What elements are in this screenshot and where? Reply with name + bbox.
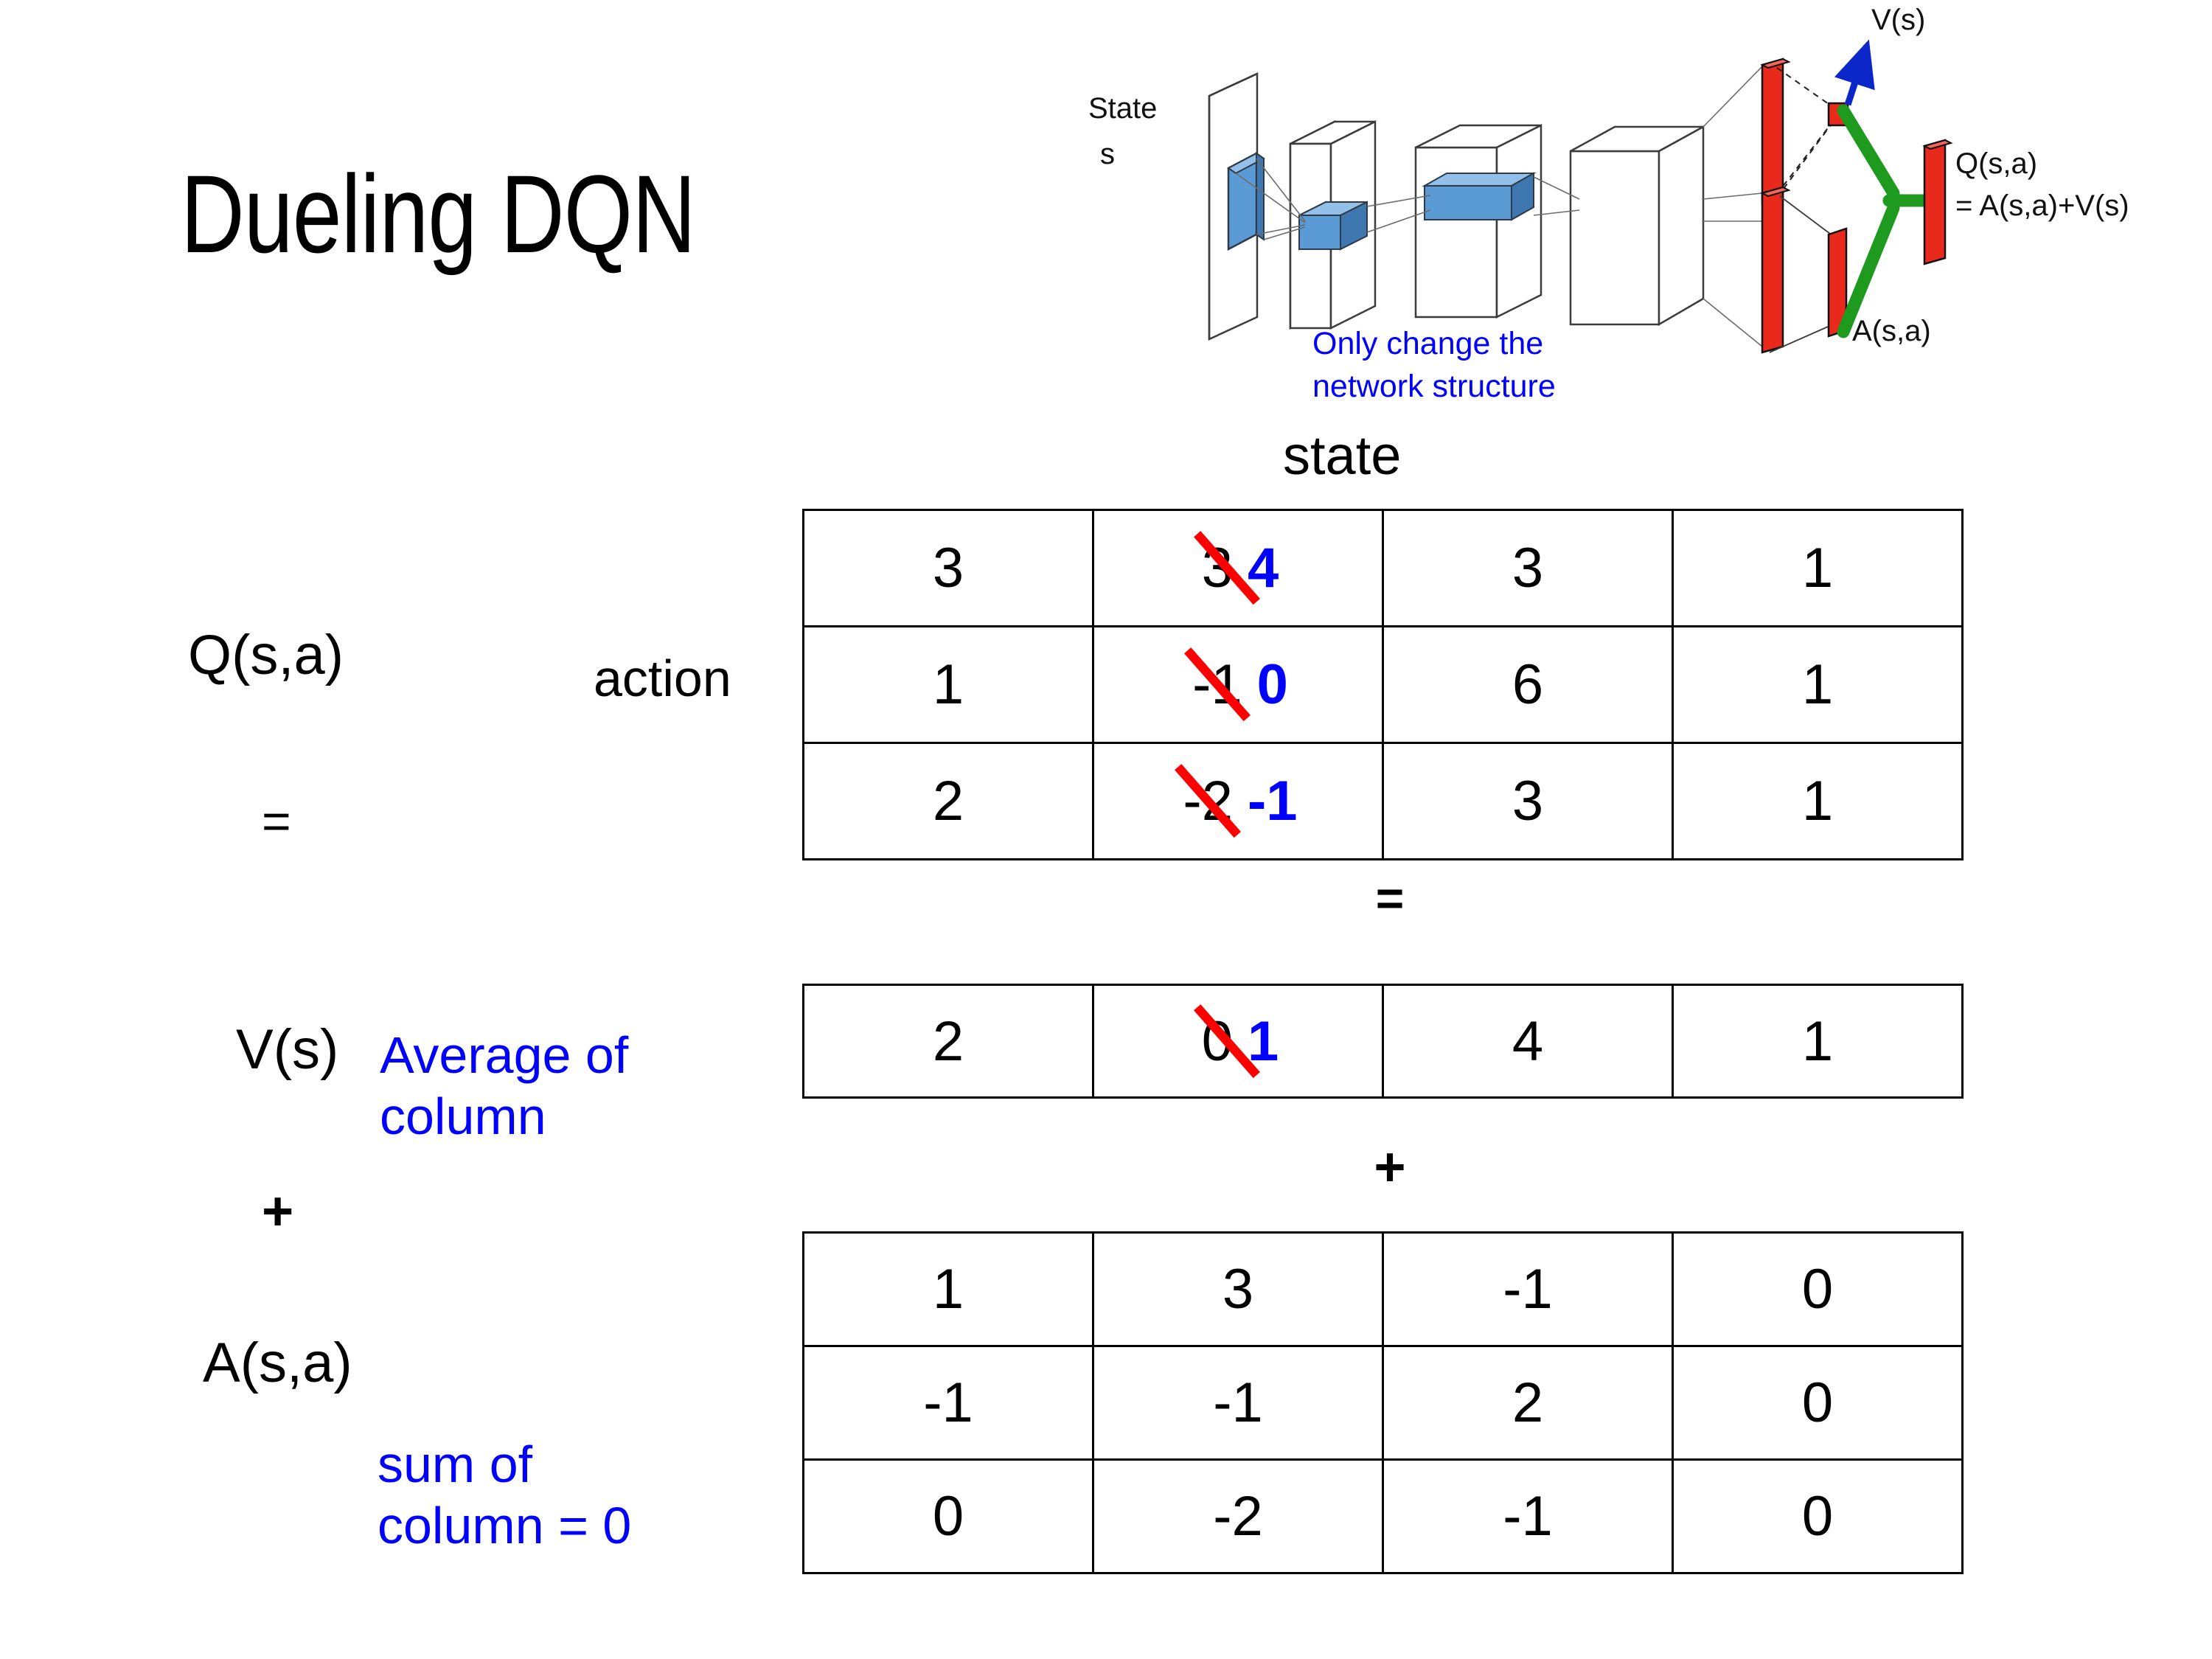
connection-lines	[1235, 66, 1763, 347]
table-cell[interactable]: 1	[1672, 509, 1964, 627]
table-cell[interactable]: 1	[802, 1231, 1094, 1347]
q-output-label-line1: Q(s,a)	[1955, 147, 2037, 180]
old-value: -1	[1184, 647, 1251, 722]
table-cell[interactable]: 2	[1382, 1345, 1674, 1461]
strikethrough-icon	[1175, 764, 1242, 838]
edited-cell: -2-1	[1175, 764, 1298, 838]
value-head-label: V(s)	[1871, 4, 1925, 36]
page-title: Dueling DQN	[181, 152, 696, 276]
q-table-label: Q(s,a)	[188, 624, 344, 686]
strikethrough-icon	[1184, 647, 1251, 722]
table-cell[interactable]: -1	[1382, 1231, 1674, 1347]
table-cell[interactable]: 1	[1672, 984, 1964, 1099]
table-cell[interactable]: 4	[1382, 984, 1674, 1099]
advantage-stream-bar-icon	[1760, 186, 1791, 354]
table-cell[interactable]: 1	[802, 625, 1094, 744]
network-svg: V(s) A(s,a) Q(s,a) = A(s,a)+V(s) State	[1088, 4, 2129, 404]
conv-layer-2-icon	[1414, 123, 1543, 319]
dueling-network-diagram: V(s) A(s,a) Q(s,a) = A(s,a)+V(s) State	[1084, 0, 2212, 413]
table-cell[interactable]: 0	[1672, 1231, 1964, 1347]
network-note-line2: network structure	[1312, 369, 1556, 404]
sum-note-line2: column = 0	[378, 1496, 632, 1554]
old-value: -2	[1175, 764, 1242, 838]
a-table-label: A(s,a)	[203, 1332, 352, 1394]
new-value: 0	[1256, 653, 1288, 716]
table-cell[interactable]: -1	[1382, 1458, 1674, 1574]
input-label-line2: s	[1100, 138, 1115, 170]
input-receptive-field-icon	[1227, 151, 1265, 251]
table-cell[interactable]: 3	[1092, 1231, 1384, 1347]
table-cell[interactable]: 2	[802, 742, 1094, 860]
table-cell[interactable]: 3	[802, 509, 1094, 627]
state-axis-label: state	[1283, 425, 1402, 486]
q-output-bar-icon	[1922, 139, 1953, 265]
table-cell[interactable]: -2	[1092, 1458, 1384, 1574]
table-cell[interactable]: 0	[1672, 1458, 1964, 1574]
q-output-label-line2: = A(s,a)+V(s)	[1955, 189, 2129, 222]
network-note-line1: Only change the	[1312, 326, 1543, 361]
conv-layer-3-icon	[1569, 125, 1705, 327]
table-cell[interactable]: 6	[1382, 625, 1674, 744]
equals-sign-2: =	[1375, 871, 1405, 925]
table-cell[interactable]: 3	[1382, 509, 1674, 627]
conv-layer-1-icon	[1289, 119, 1377, 330]
plus-sign-2: +	[1374, 1136, 1406, 1197]
table-cell[interactable]: -1	[1092, 1345, 1384, 1461]
new-value: 1	[1248, 1009, 1279, 1073]
average-note-line1: Average of	[380, 1026, 629, 1084]
new-value: -1	[1248, 770, 1298, 832]
equals-sign-1: =	[262, 793, 291, 849]
new-value: 4	[1248, 537, 1279, 599]
table-cell[interactable]: -2-1	[1092, 742, 1384, 860]
value-dashed-links	[1769, 67, 1837, 204]
value-stream-bar-icon	[1760, 58, 1791, 205]
old-value: 0	[1193, 1004, 1260, 1078]
table-cell[interactable]: 1	[1672, 625, 1964, 744]
action-axis-label: action	[594, 650, 731, 707]
table-cell[interactable]: 1	[1672, 742, 1964, 860]
table-cell[interactable]: 0	[1672, 1345, 1964, 1461]
table-cell[interactable]: -1	[802, 1345, 1094, 1461]
combine-connector-icon	[1837, 104, 1935, 338]
average-of-column-note: Average of column	[380, 1025, 726, 1147]
table-cell[interactable]: 2	[802, 984, 1094, 1099]
average-note-line2: column	[380, 1087, 546, 1145]
value-arrow-icon	[1834, 39, 1875, 106]
plus-sign-1: +	[262, 1180, 294, 1242]
table-cell[interactable]: 3	[1382, 742, 1674, 860]
table-cell[interactable]: 0	[802, 1458, 1094, 1574]
sum-note-line1: sum of	[378, 1436, 533, 1493]
old-value: 3	[1193, 531, 1260, 605]
v-table-label: V(s)	[236, 1018, 339, 1081]
advantage-head-label: A(s,a)	[1852, 315, 1931, 347]
advantage-links	[1769, 195, 1834, 353]
sum-of-column-note: sum of column = 0	[378, 1434, 761, 1556]
input-label-line1: State	[1088, 92, 1157, 125]
